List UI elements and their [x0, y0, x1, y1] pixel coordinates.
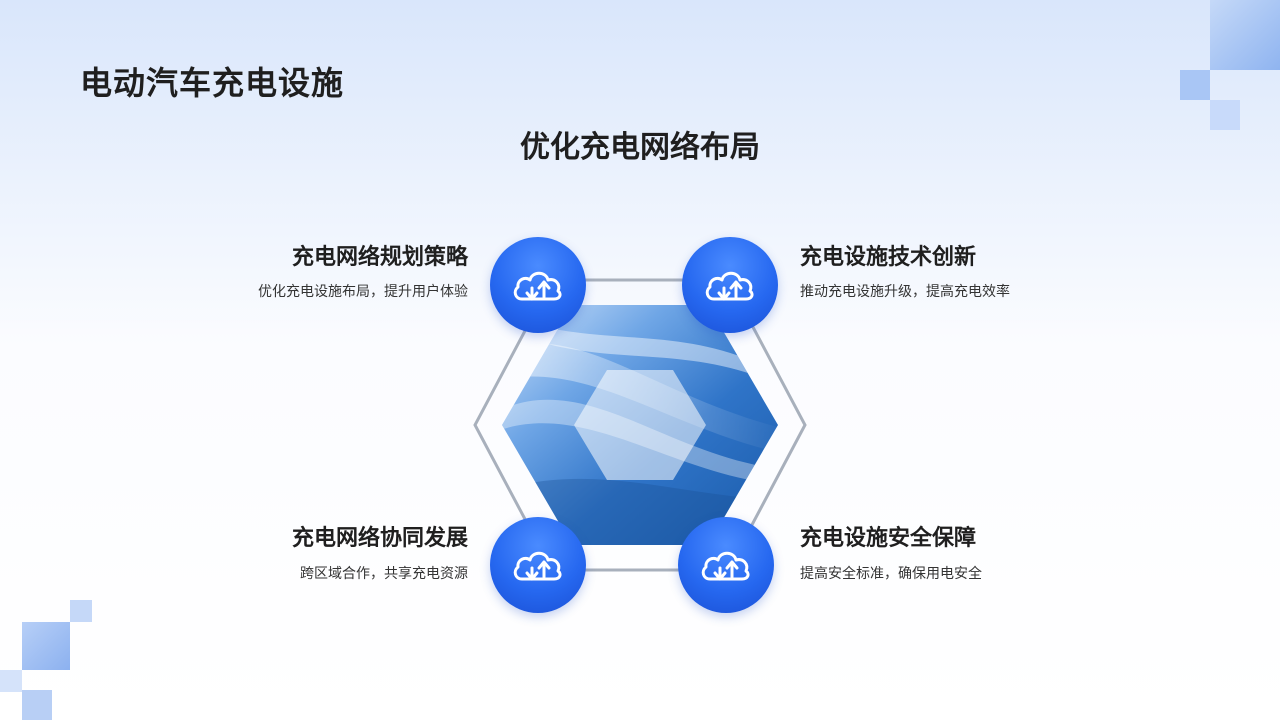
- slide-subtitle: 优化充电网络布局: [520, 130, 760, 165]
- decor-square: [1180, 70, 1210, 100]
- cloud-sync-icon: [701, 551, 750, 581]
- decor-square: [70, 600, 92, 622]
- cloud-sync-node: [490, 237, 586, 333]
- cloud-sync-node: [682, 237, 778, 333]
- item-title-tech-innovation: 充电设施技术创新: [800, 245, 977, 270]
- decor-square: [1210, 0, 1280, 70]
- cloud-sync-icon: [705, 271, 754, 301]
- slide-title: 电动汽车充电设施: [80, 64, 345, 102]
- item-title-network-planning: 充电网络规划策略: [291, 245, 468, 270]
- item-desc-network-collaboration: 跨区域合作，共享充电资源: [300, 566, 468, 582]
- cloud-sync-node: [678, 517, 774, 613]
- cloud-sync-icon: [513, 551, 562, 581]
- hexagon-center: [574, 370, 706, 480]
- decor-square: [22, 690, 52, 720]
- item-desc-safety-assurance: 提高安全标准，确保用电安全: [800, 566, 982, 582]
- item-title-network-collaboration: 充电网络协同发展: [291, 526, 468, 551]
- cloud-sync-icon: [513, 271, 562, 301]
- cloud-sync-node: [490, 517, 586, 613]
- item-title-safety-assurance: 充电设施安全保障: [800, 526, 977, 551]
- decor-square: [1210, 100, 1240, 130]
- item-desc-tech-innovation: 推动充电设施升级，提高充电效率: [800, 284, 1010, 300]
- decor-square: [22, 622, 70, 670]
- item-desc-network-planning: 优化充电设施布局，提升用户体验: [258, 284, 468, 300]
- decor-square: [0, 670, 22, 692]
